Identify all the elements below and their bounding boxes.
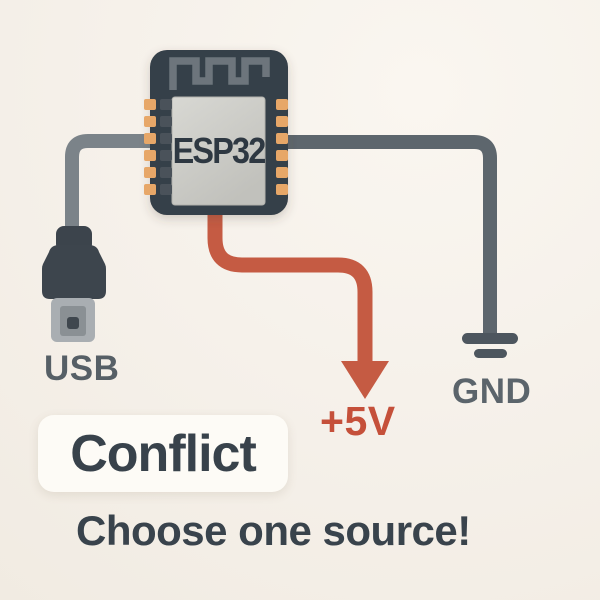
pin-pad: [160, 116, 172, 127]
pin-pads-left-inner: [160, 99, 172, 195]
esp32-module: [144, 50, 288, 215]
pin-pad: [160, 150, 172, 161]
usb-connector-icon: [42, 226, 106, 342]
esp32-label: ESP32: [172, 130, 267, 171]
pin-pad: [276, 150, 288, 161]
pin-pad: [160, 99, 172, 110]
esp32-shield: [171, 96, 266, 206]
conflict-badge: Conflict: [38, 415, 288, 492]
instruction-text: Choose one source!: [76, 507, 471, 554]
usb-cable-wire: [65, 134, 160, 232]
usb-contact-hole: [67, 317, 79, 329]
gnd-wire: [278, 135, 497, 338]
power-wire: [207, 206, 373, 363]
pin-pad: [144, 184, 156, 195]
pin-pad: [144, 133, 156, 144]
pin-pad: [160, 133, 172, 144]
pin-pads-left-outer: [144, 99, 156, 195]
gnd-bar-bottom: [474, 349, 507, 358]
plus5v-label: +5V: [320, 398, 396, 444]
gnd-label: GND: [452, 372, 532, 411]
pin-pad: [144, 167, 156, 178]
pin-pad: [144, 116, 156, 127]
pin-pad: [160, 184, 172, 195]
pin-pad: [160, 167, 172, 178]
conflict-label: Conflict: [70, 424, 257, 483]
pin-pad: [276, 167, 288, 178]
pin-pad: [144, 99, 156, 110]
gnd-bar-top: [462, 333, 518, 344]
usb-plug-body: [42, 245, 106, 299]
gnd-symbol-icon: [462, 333, 518, 358]
pin-pad: [276, 133, 288, 144]
antenna-icon: [169, 57, 270, 90]
arrow-down-icon: [341, 361, 389, 399]
pin-pad: [276, 184, 288, 195]
usb-label: USB: [44, 349, 120, 388]
pin-pad: [276, 116, 288, 127]
pin-pad: [276, 99, 288, 110]
pin-pads-right: [276, 99, 288, 195]
pin-pad: [144, 150, 156, 161]
